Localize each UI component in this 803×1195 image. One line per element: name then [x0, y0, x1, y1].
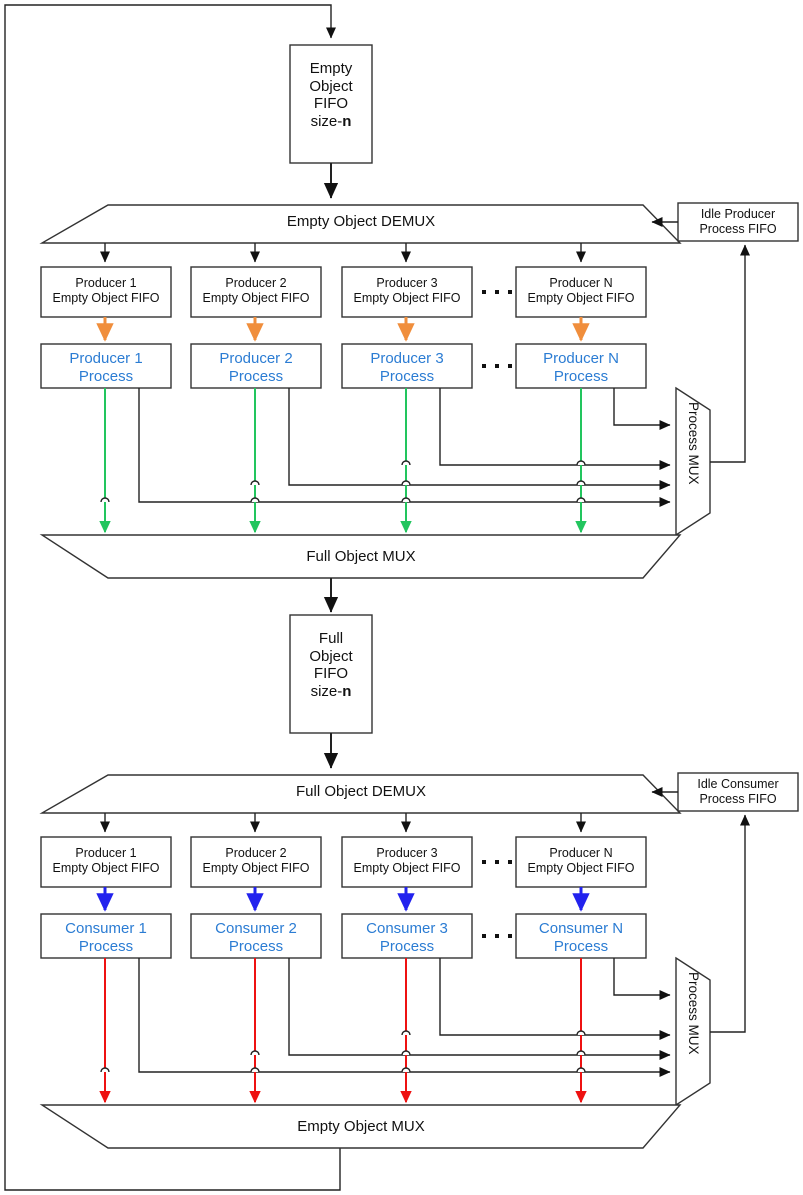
producer-fifo-box-1	[40, 266, 172, 318]
producer-mux-to-idle-fifo	[710, 244, 751, 463]
full-object-mux-shape	[39, 534, 682, 579]
producer-process-mux-shape	[675, 386, 711, 537]
empty-object-demux-shape	[39, 204, 682, 244]
consumer-process-box-3	[341, 913, 473, 959]
producer-process-box-3	[341, 343, 473, 389]
empty-object-fifo-box	[289, 44, 373, 164]
consumer-process-box-2	[190, 913, 322, 959]
consumer-fifo-box-1	[40, 836, 172, 888]
consumer-fifo-box-3	[341, 836, 473, 888]
consumer-process-mux-shape	[675, 956, 711, 1107]
ellipsis-consumer-fifo	[482, 860, 512, 864]
idle-producer-fifo-box	[677, 202, 799, 242]
consumer-tap-n	[613, 958, 671, 1001]
producer-fifo-box-3	[341, 266, 473, 318]
consumer-fifo-box-2	[190, 836, 322, 888]
producer-fifo-box-n	[515, 266, 647, 318]
producer-tap-1	[138, 388, 671, 508]
consumer-tap-3	[439, 958, 671, 1041]
consumer-tap-2	[288, 958, 671, 1061]
empty-object-mux-shape	[39, 1104, 682, 1149]
producer-tap-n	[613, 388, 671, 431]
producer-process-box-1	[40, 343, 172, 389]
idle-consumer-fifo-box	[677, 772, 799, 812]
full-object-fifo-box	[289, 614, 373, 734]
consumer-mux-to-idle-fifo	[710, 814, 751, 1033]
producer-process-box-2	[190, 343, 322, 389]
producer-process-box-n	[515, 343, 647, 389]
consumer-fifo-box-n	[515, 836, 647, 888]
consumer-process-box-n	[515, 913, 647, 959]
consumer-process-box-1	[40, 913, 172, 959]
global-feedback-path	[4, 4, 341, 1191]
ellipsis-producer-process	[482, 364, 512, 368]
consumer-tap-1	[138, 958, 671, 1078]
ellipsis-producer-fifo	[482, 290, 512, 294]
full-object-demux-shape	[39, 774, 682, 814]
ellipsis-consumer-process	[482, 934, 512, 938]
producer-process-mux-label: Process MUX	[686, 402, 701, 485]
consumer-process-mux-label: Process MUX	[686, 972, 701, 1055]
producer-tap-3	[439, 388, 671, 471]
producer-tap-2	[288, 388, 671, 491]
producer-fifo-box-2	[190, 266, 322, 318]
